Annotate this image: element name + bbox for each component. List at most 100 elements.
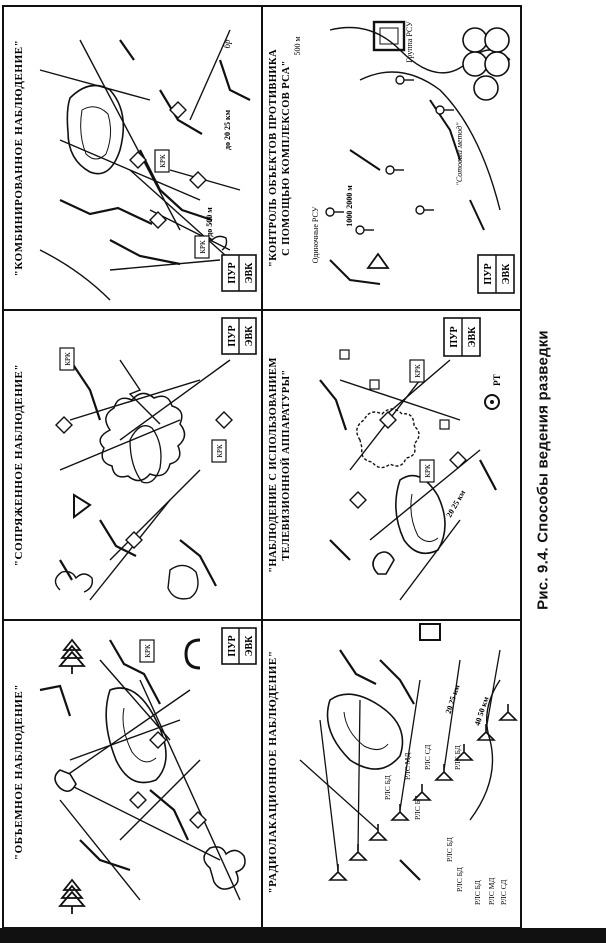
label-pur: ПУР	[449, 326, 460, 347]
sensor-diamonds-tv	[349, 411, 467, 509]
label-evk: ЭВК	[244, 635, 255, 656]
label-distance: до 20 25 км	[223, 109, 232, 150]
panel-rsa-title-line-1: "КОНТРОЛЬ ОБЪЕКТОВ ПРОТИВНИКА	[268, 49, 279, 267]
sensor-diamonds-volumetric	[129, 731, 207, 829]
tv-camera-icon	[339, 349, 350, 360]
label-radar: РЛС БД	[455, 867, 464, 892]
label-evk: ЭВК	[244, 325, 255, 346]
label-radar: РЛС БД	[445, 837, 454, 862]
panel-tv-title: "НАБЛЮДЕНИЕ С ИСПОЛЬЗОВАНИЕМ ТЕЛЕВИЗИОНН…	[268, 357, 292, 573]
label-radar: РЛС БД	[413, 795, 422, 820]
triangle-marker	[366, 252, 390, 269]
label-krk: КРК	[414, 364, 422, 378]
label-radar: РЛС МД	[487, 878, 496, 905]
panel-volumetric-title-line-1: "ОБЪЕМНОЕ НАБЛЮДЕНИЕ"	[13, 684, 25, 860]
lake-outline	[167, 564, 199, 600]
label-radar: РЛС СД	[423, 745, 432, 770]
label-rt: РТ	[492, 374, 502, 386]
tv-camera-icon	[369, 379, 380, 390]
arrows-tv	[339, 359, 481, 601]
lake-outline	[105, 687, 167, 784]
river-curve	[39, 249, 111, 301]
terrain-hatch-lines	[329, 99, 485, 285]
label-range: 1000 2000 м	[345, 185, 354, 227]
forest-outline	[356, 408, 420, 469]
river-curve	[469, 679, 501, 821]
cell-cluster	[462, 27, 510, 101]
label-pur: ПУР	[227, 635, 238, 656]
terrain-hatch-lines	[39, 639, 189, 872]
panel-rsa-title: "КОНТРОЛЬ ОБЪЕКТОВ ПРОТИВНИКА С ПОМОЩЬЮ …	[268, 49, 292, 267]
label-500m: 500 м	[293, 36, 302, 55]
panel-combined: "КОМБИНИРОВАННОЕ НАБЛЮДЕНИЕ" ПУР ЭВК	[13, 29, 257, 301]
radar-beams	[299, 649, 501, 871]
label-evk: ЭВК	[467, 326, 478, 347]
tree-icon	[58, 638, 86, 914]
figure-caption-text: Рис. 9.4. Способы ведения разведки	[534, 330, 552, 610]
panel-conjugate-title: "СОПРЯЖЕННОЕ НАБЛЮДЕНИЕ"	[13, 364, 25, 566]
label-krk: КРК	[64, 352, 72, 366]
lake-outline	[129, 425, 162, 484]
rsu-pins	[325, 75, 454, 235]
balloon-icon	[54, 769, 77, 792]
label-pur: ПУР	[483, 263, 494, 284]
command-post-conjugate: ПУР ЭВК	[221, 317, 257, 355]
lake-inner	[343, 711, 389, 750]
panel-rsa-title-line-2: С ПОМОЩЬЮ КОМПЛЕКСОВ РСА"	[281, 60, 292, 256]
panel-combined-title-line-1: "КОМБИНИРОВАННОЕ НАБЛЮДЕНИЕ"	[13, 40, 25, 277]
panel-tv-title-line-2: ТЕЛЕВИЗИОННОЙ АППАРАТУРЫ"	[280, 369, 292, 560]
panel-radar: "РАДИОЛАКАЦИОННОЕ НАБЛЮДЕНИЕ" РЛС БД РЛС…	[267, 623, 518, 905]
label-unit: бр	[222, 39, 232, 49]
group-rsu-inner	[379, 27, 399, 45]
terrain-hatch-lines	[59, 359, 217, 587]
panel-conjugate: "СОПРЯЖЕННОЕ НАБЛЮДЕНИЕ" ПУР ЭВК	[13, 317, 257, 601]
terrain-hatch-lines	[319, 379, 497, 561]
panel-tv-title-line-1: "НАБЛЮДЕНИЕ С ИСПОЛЬЗОВАНИЕМ	[268, 357, 279, 573]
lake-inner	[410, 493, 439, 542]
label-radar: РЛС СД	[499, 880, 508, 905]
forest-outline	[99, 392, 186, 482]
panel-tv: "НАБЛЮДЕНИЕ С ИСПОЛЬЗОВАНИЕМ ТЕЛЕВИЗИОНН…	[268, 317, 502, 601]
bottom-bar	[0, 928, 606, 943]
command-post-rsa: ПУР ЭВК	[477, 254, 515, 294]
krk-tags-conjugate: КРК КРК	[59, 347, 227, 463]
sensor-diamonds-combined	[129, 101, 207, 229]
lake-inner	[80, 106, 112, 160]
group-rsu-box	[372, 20, 406, 52]
panel-volumetric-title: "ОБЪЕМНОЕ НАБЛЮДЕНИЕ"	[13, 684, 25, 860]
target-zone	[419, 623, 441, 641]
tv-camera-icon	[439, 419, 450, 430]
hill-outline	[329, 26, 511, 74]
label-single-rsu: Одиночные РСУ	[311, 206, 320, 263]
label-radar: РЛС БД	[383, 775, 392, 800]
command-post-combined: ПУР ЭВК	[221, 254, 257, 292]
cloud-outline	[203, 846, 246, 890]
radar-labels: РЛС БД РЛС БД РЛС МД РЛС СД РЛС БД РЛС Б…	[383, 745, 508, 905]
arrows-combined	[39, 29, 241, 271]
label-krk: КРК	[424, 464, 432, 478]
krk-tags-volumetric: КРК	[139, 639, 155, 663]
krk-tags-tv: КРК КРК	[409, 359, 435, 483]
label-pur: ПУР	[227, 325, 238, 346]
hook-symbol	[184, 638, 201, 670]
panel-radar-title: "РАДИОЛАКАЦИОННОЕ НАБЛЮДЕНИЕ"	[267, 650, 279, 893]
label-cell-method: "Сотовый метод"	[455, 122, 464, 186]
lake-inner	[122, 707, 157, 763]
lake-outline	[395, 474, 446, 555]
terrain-hatch-lines	[59, 39, 251, 266]
command-post-tv: ПУР ЭВК	[443, 317, 481, 357]
label-krk: КРК	[216, 444, 224, 458]
panel-volumetric: "ОБЪЕМНОЕ НАБЛЮДЕНИЕ" ПУР ЭВК	[13, 627, 257, 914]
hill-outline	[359, 71, 501, 211]
label-radar: РЛС БД	[473, 880, 482, 905]
label-radar: РЛС МД	[403, 753, 412, 780]
label-distance: до 500 м	[205, 207, 214, 237]
panel-rsa: "КОНТРОЛЬ ОБЪЕКТОВ ПРОТИВНИКА С ПОМОЩЬЮ …	[268, 20, 515, 294]
label-krk: КРК	[144, 644, 152, 658]
relay-station: РТ	[484, 374, 502, 410]
label-evk: ЭВК	[244, 262, 255, 283]
cloud-outline	[54, 570, 94, 593]
terrain-hatch-lines	[339, 649, 421, 881]
label-evk: ЭВК	[501, 263, 512, 284]
